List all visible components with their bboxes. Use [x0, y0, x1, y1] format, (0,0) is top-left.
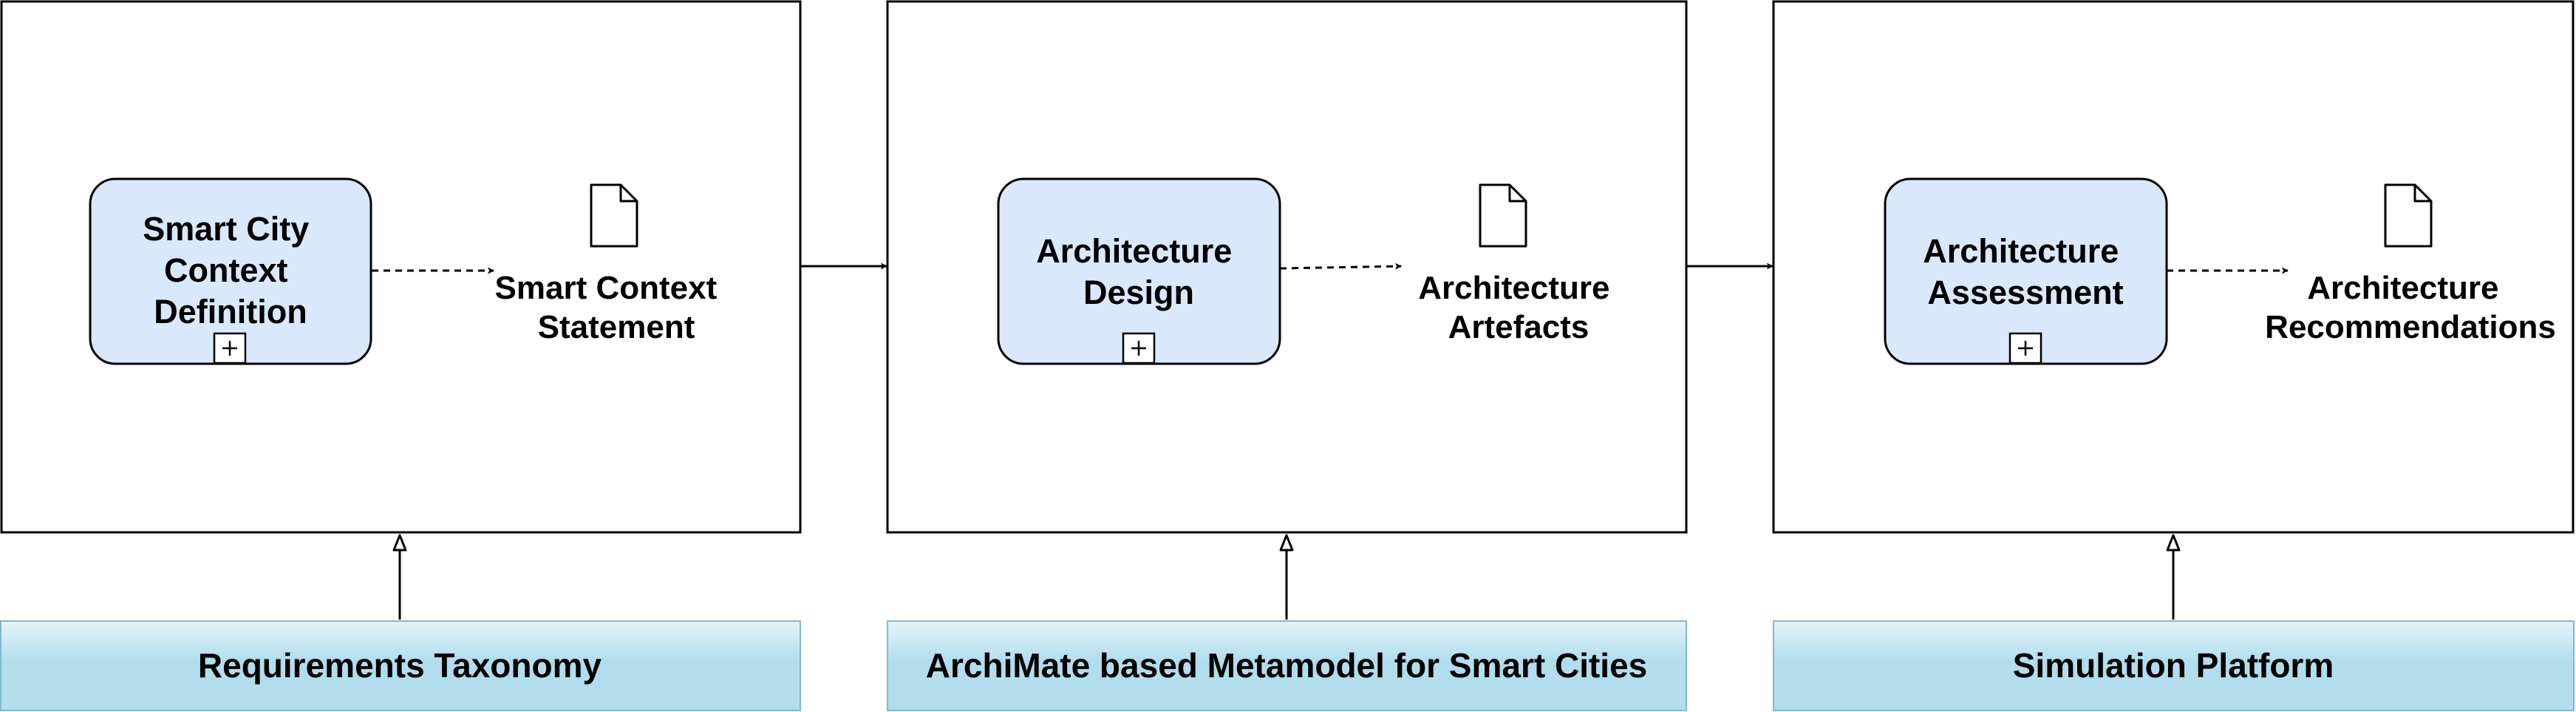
artifact-label-line: Smart Context — [495, 270, 718, 306]
svg-text:Architecture Design: Architecture Design — [1036, 232, 1241, 311]
artifact-label-line: Artefacts — [1448, 309, 1589, 345]
support-band-1[interactable]: Requirements Taxonomy — [0, 620, 801, 711]
artifact-label-line: Architecture — [1418, 270, 1609, 306]
artifact-label-line: Recommendations — [2265, 309, 2556, 345]
document-icon — [1479, 183, 1527, 248]
stage-1: Smart City Context Definition Smart Cont… — [0, 0, 802, 534]
stage-3: Architecture Assessment Architecture Rec… — [1772, 0, 2575, 534]
task-label-line: Design — [1083, 274, 1194, 311]
svg-text:Architecture Recommendat: Architecture Recommendations — [2265, 270, 2556, 345]
stage-2: Architecture Design Architecture Artefac… — [886, 0, 1688, 534]
document-icon — [590, 183, 638, 248]
task-box[interactable]: Architecture Assessment — [1884, 177, 2168, 365]
svg-text:Architecture Assessmen: Architecture Assessment — [1923, 232, 2128, 311]
svg-text:Architecture Artefacts: Architecture Artefacts — [1418, 270, 1618, 345]
support-label: ArchiMate based Metamodel for Smart Citi… — [926, 646, 1647, 685]
task-label-line: Context — [164, 251, 288, 289]
expand-marker-icon[interactable] — [213, 332, 247, 365]
support-label: Requirements Taxonomy — [198, 646, 602, 685]
support-label: Simulation Platform — [2013, 646, 2334, 685]
support-band-2[interactable]: ArchiMate based Metamodel for Smart Citi… — [887, 620, 1687, 711]
support-band-3[interactable]: Simulation Platform — [1773, 620, 2575, 711]
output-arrow — [1279, 262, 1402, 270]
expand-marker-icon[interactable] — [2008, 332, 2042, 365]
artifact-label-line: Statement — [538, 309, 695, 345]
support-connector-3 — [2166, 534, 2181, 620]
task-label-line: Architecture — [1036, 232, 1232, 270]
task-label-line: Smart City — [143, 210, 309, 248]
document-icon — [2384, 183, 2433, 248]
artifact-label-line: Architecture — [2307, 270, 2498, 306]
task-label-line: Assessment — [1927, 274, 2123, 311]
support-connector-2 — [1279, 534, 1294, 620]
task-label-line: Definition — [154, 293, 307, 330]
support-connector-1 — [392, 534, 407, 620]
svg-text:Smart City Context: Smart City Context Definition — [143, 210, 318, 330]
expand-marker-icon[interactable] — [1122, 332, 1156, 365]
task-label-line: Architecture — [1923, 232, 2119, 270]
task-box[interactable]: Smart City Context Definition — [89, 177, 372, 365]
svg-text:Smart Context Statement: Smart Context Statement — [495, 270, 726, 345]
task-box[interactable]: Architecture Design — [997, 177, 1281, 365]
